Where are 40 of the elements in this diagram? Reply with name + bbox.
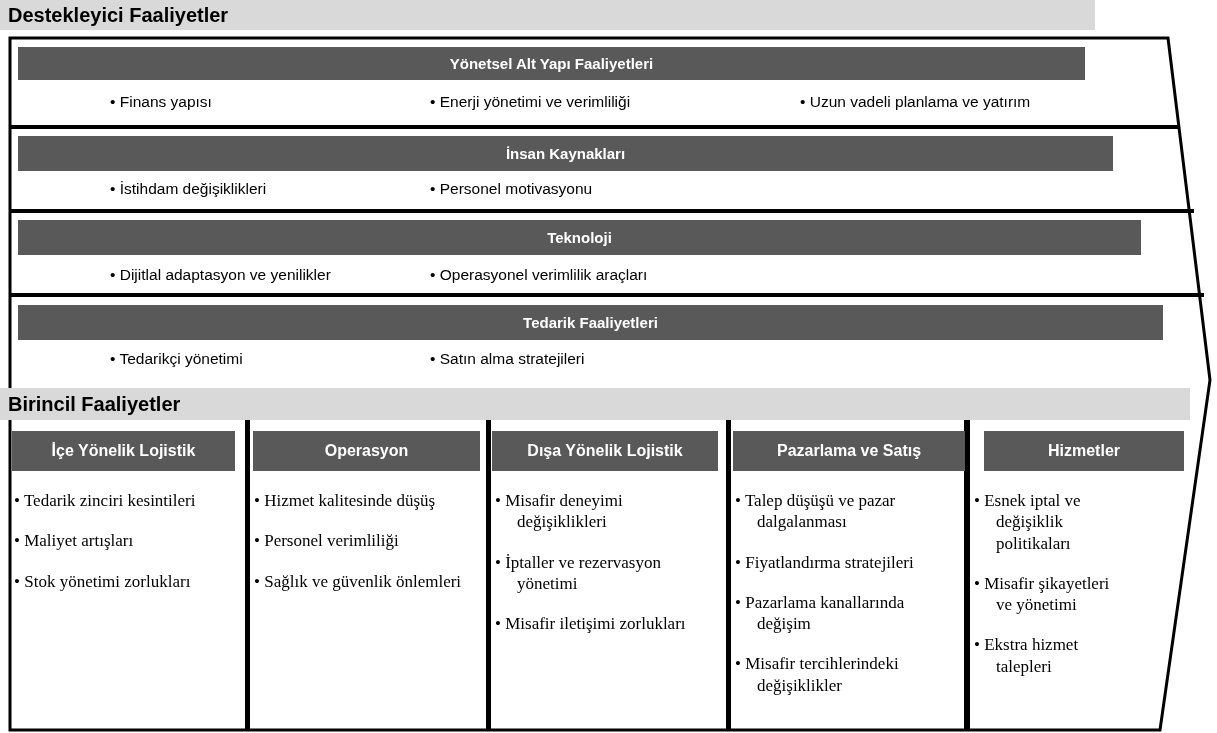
section-band: Destekleyici Faaliyetler <box>0 0 1095 30</box>
activity-column <box>250 420 491 730</box>
section-band: Birincil Faaliyetler <box>0 388 1190 420</box>
list-item: • Misafir tercihlerindeki değişiklikler <box>735 653 900 696</box>
heading-bar: İçe Yönelik Lojistik <box>12 431 235 471</box>
list-item: • Uzun vadeli planlama ve yatırım <box>800 93 1031 111</box>
list-item: • Finans yapısı <box>110 93 212 111</box>
heading-bar: Tedarik Faaliyetleri <box>18 305 1163 340</box>
heading-bar: Yönetsel Alt Yapı Faaliyetleri <box>18 47 1085 80</box>
list-item: • Maliyet artışları <box>14 530 135 552</box>
list-item: • Ekstra hizmet talepleri <box>974 634 1080 677</box>
list-item: • Enerji yönetimi ve verimliliği <box>430 93 631 111</box>
list-item: • Personel verimliliği <box>254 530 400 552</box>
list-item: • Pazarlama kanallarında değişim <box>735 591 906 635</box>
list-item: • Sağlık ve güvenlik önlemleri <box>254 570 463 592</box>
activity-column <box>731 420 967 730</box>
list-item: • Fiyatlandırma stratejileri <box>735 551 915 573</box>
list-item: • Misafir deneyimi değişiklikleri <box>495 490 624 533</box>
list-item: • Esnek iptal ve değişiklik politikaları <box>974 490 1082 554</box>
list-item: • Operasyonel verimlilik araçları <box>430 266 648 284</box>
activity-column <box>10 420 250 730</box>
heading-bar: Dışa Yönelik Lojistik <box>492 431 718 471</box>
heading-bar: İnsan Kaynakları <box>18 136 1113 171</box>
heading-bar: Teknoloji <box>18 220 1141 255</box>
list-item: • Misafir iletişimi zorlukları <box>495 613 687 635</box>
list-item: • Dijitlal adaptasyon ve yenilikler <box>110 266 331 284</box>
list-item: • Talep düşüşü ve pazar dalgalanması <box>735 490 897 533</box>
list-item: • Satın alma stratejileri <box>430 350 585 368</box>
heading-bar: Hizmetler <box>984 431 1184 471</box>
heading-bar: Pazarlama ve Satış <box>733 431 965 471</box>
list-item: • Personel motivasyonu <box>430 180 593 198</box>
list-item: • İptaller ve rezervasyon yönetimi <box>495 551 662 594</box>
activity-column <box>491 420 731 730</box>
list-item: • Misafir şikayetleri ve yönetimi <box>974 572 1111 616</box>
list-item: • Tedarik zinciri kesintileri <box>14 490 197 512</box>
list-item: • Hizmet kalitesinde düşüş <box>254 490 437 512</box>
list-item: • Stok yönetimi zorlukları <box>14 570 192 592</box>
heading-bar: Operasyon <box>253 431 480 471</box>
list-item: • İstihdam değişiklikleri <box>110 180 267 198</box>
list-item: • Tedarikçi yönetimi <box>110 350 243 368</box>
